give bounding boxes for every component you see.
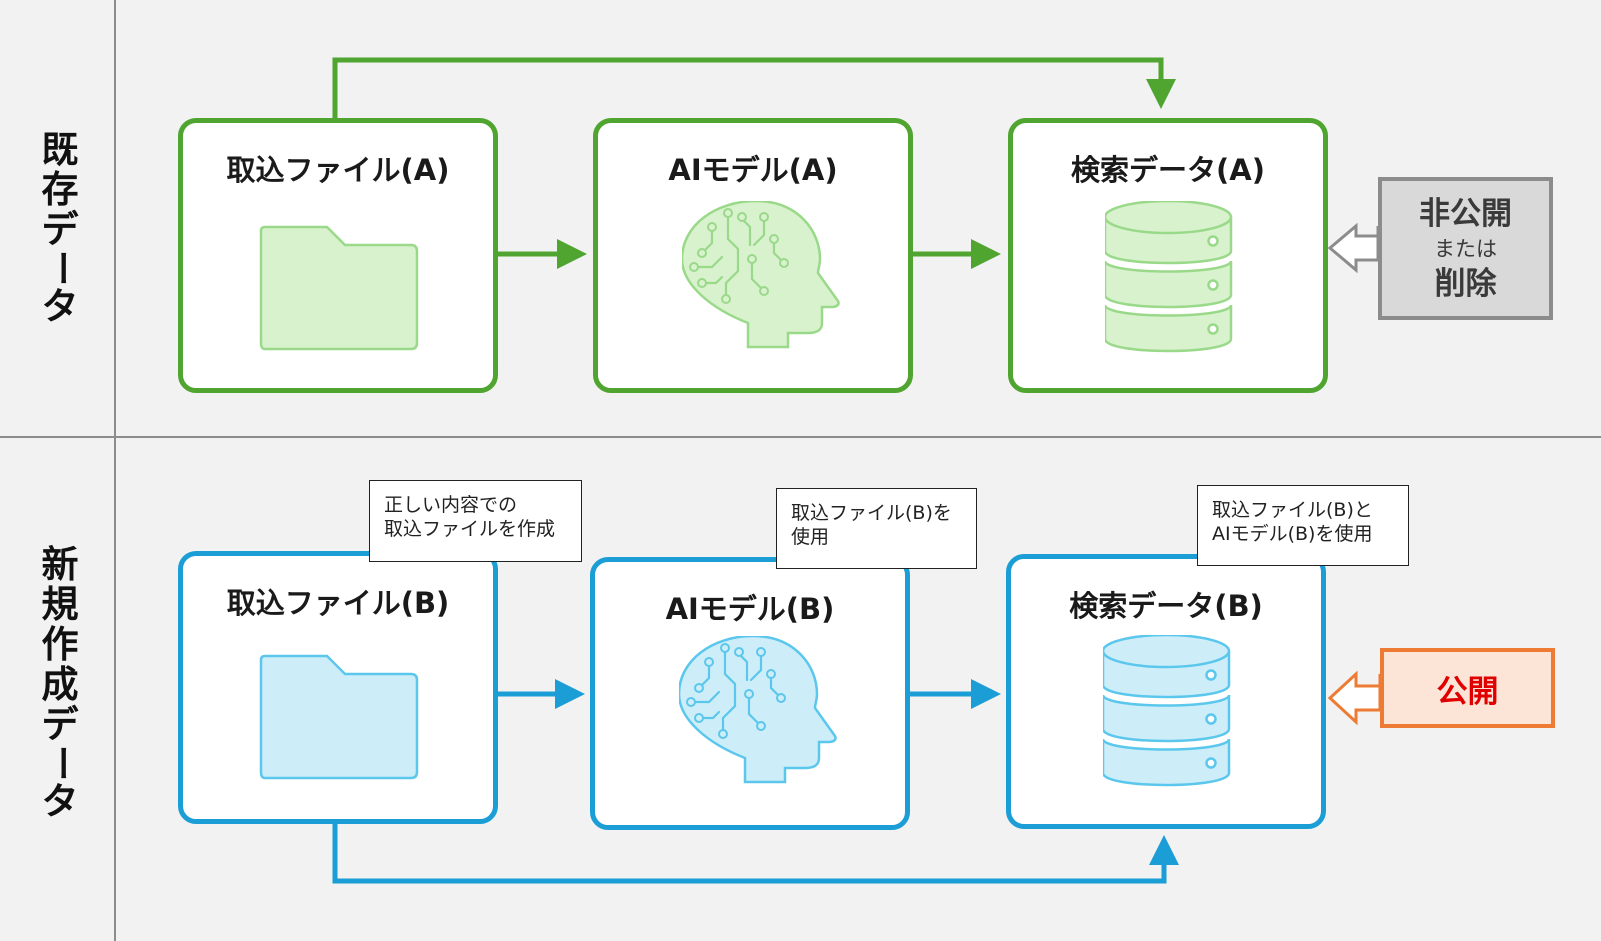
callout-line-2: または bbox=[1434, 236, 1497, 261]
node-title: 検索データ(B) bbox=[1069, 589, 1263, 623]
lane-label-char: デ bbox=[41, 703, 79, 746]
node-import-file-b: 取込ファイル(B) bbox=[178, 551, 498, 824]
ai-head-icon bbox=[682, 201, 840, 349]
lane-label-char: タ bbox=[41, 285, 79, 328]
lane-label-char: 存 bbox=[41, 168, 79, 211]
lane-label-new-data: 新 規 作 成 デ ー タ bbox=[28, 545, 92, 822]
lane-label-char: 成 bbox=[41, 663, 79, 706]
node-title: AIモデル(B) bbox=[665, 592, 835, 626]
node-ai-model-a: AIモデル(A) bbox=[593, 118, 913, 393]
publish-arrow bbox=[1327, 670, 1382, 726]
existing-flow-connectors bbox=[332, 57, 1176, 269]
database-icon bbox=[1103, 635, 1231, 787]
lane-label-char: タ bbox=[41, 780, 79, 823]
node-title: 取込ファイル(A) bbox=[226, 153, 450, 187]
callout-publish: 公開 bbox=[1380, 648, 1555, 728]
lane-label-char: ー bbox=[39, 745, 82, 782]
lane-label-char: ー bbox=[39, 250, 82, 287]
lane-label-char: 作 bbox=[41, 623, 79, 666]
lane-label-existing-data: 既 存 デ ー タ bbox=[28, 130, 92, 327]
callout-line-3: 削除 bbox=[1434, 265, 1497, 302]
folder-icon bbox=[259, 654, 419, 780]
hide-or-delete-arrow bbox=[1327, 222, 1380, 274]
file-a-to-search-a-arrow bbox=[332, 57, 1176, 118]
lane-label-char: 規 bbox=[41, 583, 79, 626]
node-search-data-a: 検索データ(A) bbox=[1008, 118, 1328, 393]
callout-line-1: 非公開 bbox=[1419, 195, 1512, 232]
note-search-b: 取込ファイル(B)と AIモデル(B)を使用 bbox=[1197, 485, 1409, 566]
folder-icon bbox=[259, 225, 419, 351]
new-flow-connectors bbox=[332, 679, 1179, 884]
node-title: 検索データ(A) bbox=[1071, 153, 1265, 187]
file-b-to-search-b-arrow bbox=[332, 818, 1179, 884]
node-import-file-a: 取込ファイル(A) bbox=[178, 118, 498, 393]
database-icon bbox=[1105, 201, 1233, 353]
note-file-b: 正しい内容での 取込ファイルを作成 bbox=[369, 480, 582, 562]
lane-label-char: 既 bbox=[41, 128, 79, 171]
node-ai-model-b: AIモデル(B) bbox=[590, 557, 910, 830]
ai-head-icon bbox=[679, 636, 837, 784]
callout-hide-or-delete: 非公開 または 削除 bbox=[1378, 177, 1553, 320]
node-title: 取込ファイル(B) bbox=[226, 586, 450, 620]
lane-label-char: デ bbox=[41, 208, 79, 251]
note-model-b: 取込ファイル(B)を 使用 bbox=[776, 488, 977, 569]
node-search-data-b: 検索データ(B) bbox=[1006, 554, 1326, 829]
lane-label-char: 新 bbox=[41, 543, 79, 586]
node-title: AIモデル(A) bbox=[668, 153, 838, 187]
callout-publish-label: 公開 bbox=[1436, 673, 1499, 710]
